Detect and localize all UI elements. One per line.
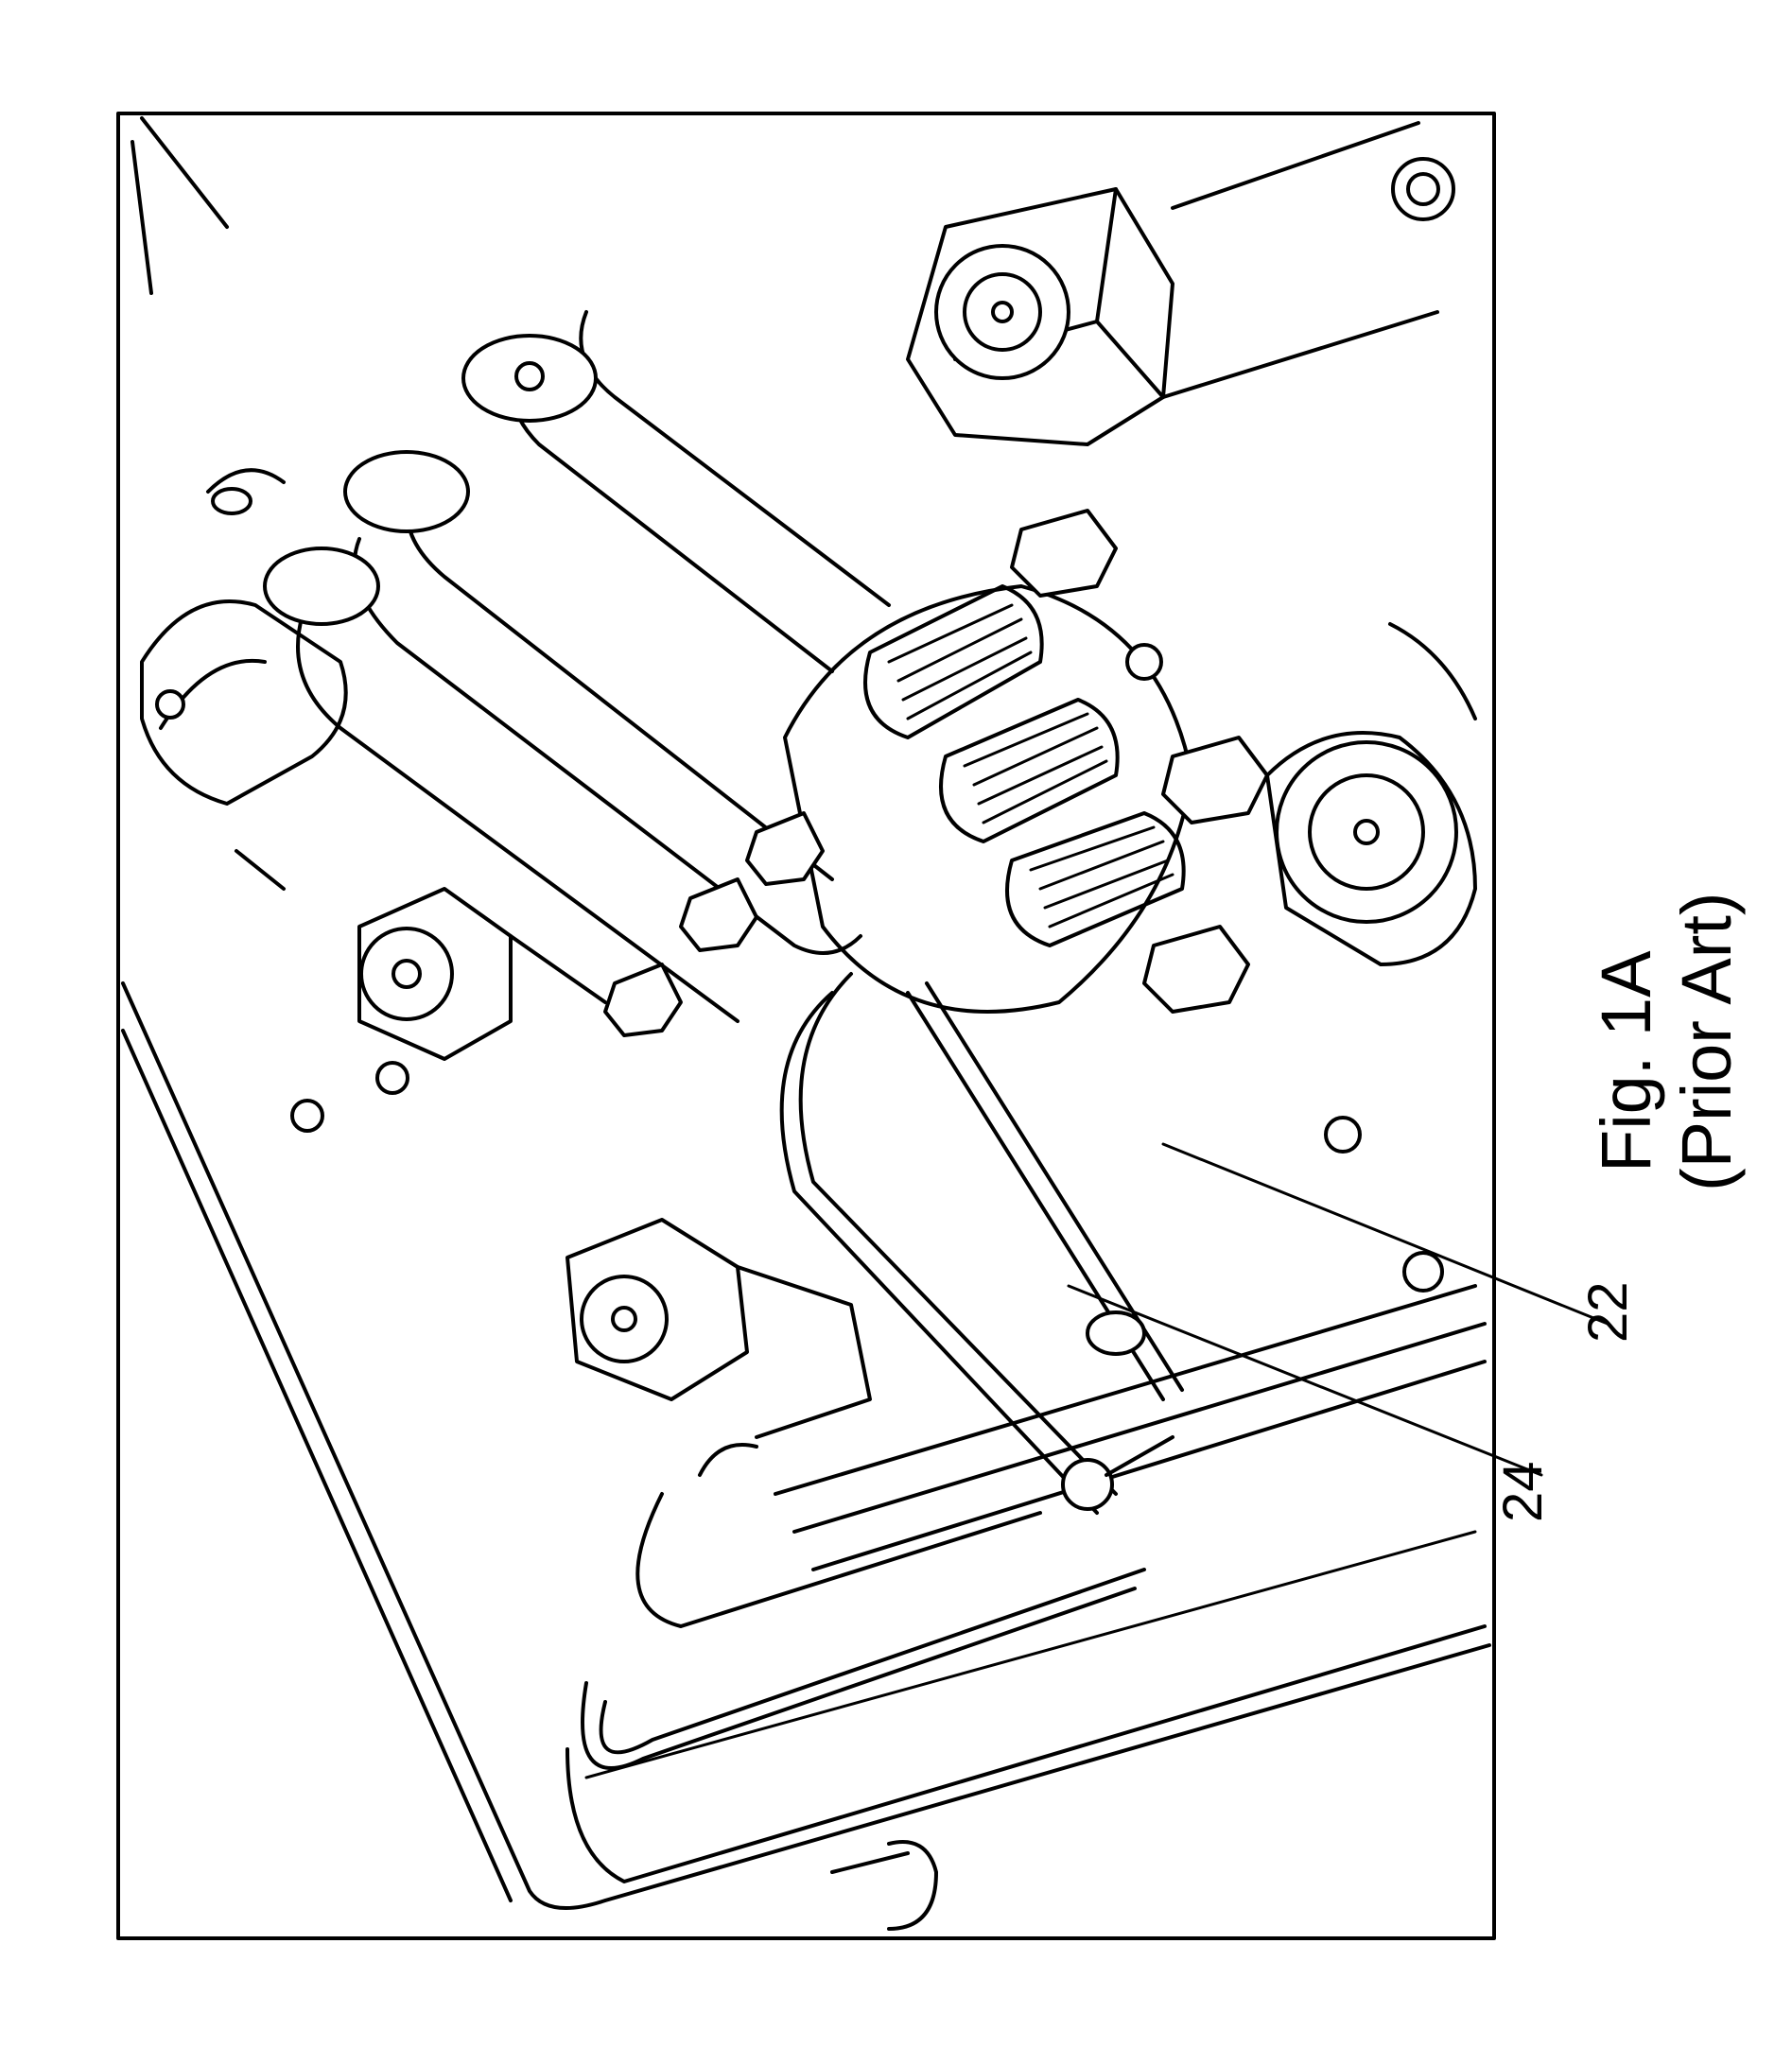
bolt-top-right [1391, 157, 1455, 221]
figure-frame [116, 112, 1496, 1940]
hex-nut-upper-right [906, 121, 1439, 446]
spring-stack-1 [863, 584, 1044, 739]
ball-joint [1061, 1435, 1174, 1511]
right-mount [1265, 622, 1477, 966]
spring-stack-2 [939, 698, 1120, 843]
rocker-arm-assembly [263, 310, 891, 1023]
hex-nut-lower-left [565, 1218, 872, 1439]
reference-label-22: 22 [1577, 1281, 1639, 1343]
small-hex-nuts [603, 509, 1269, 1037]
figure-caption-line2: (Prior Art) [1667, 892, 1746, 1191]
long-bar-lower [774, 1116, 1487, 1571]
spring-stack-3 [1005, 811, 1186, 947]
plate-holes [290, 1061, 409, 1133]
valve-housing [140, 468, 348, 891]
leader-line-22 [1161, 1142, 1609, 1326]
disc-spring-stacks [863, 584, 1186, 947]
hex-nut-left [357, 887, 607, 1061]
base-tray [121, 116, 1491, 1910]
reference-label-24: 24 [1492, 1461, 1554, 1522]
leader-lines [1067, 1142, 1609, 1477]
figure-caption-line1: Fig. 1A [1587, 950, 1665, 1172]
leader-line-24 [1067, 1284, 1543, 1477]
bottom-hook [830, 1840, 938, 1931]
